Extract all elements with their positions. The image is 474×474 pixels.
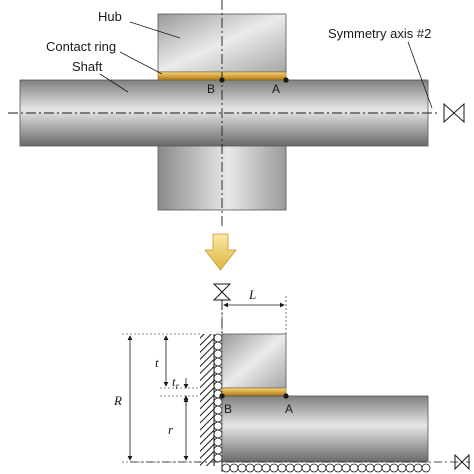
point-a-top-marker bbox=[283, 77, 289, 83]
point-b-top-marker bbox=[219, 77, 225, 83]
shaft-label: Shaft bbox=[72, 59, 103, 74]
down-arrow-icon bbox=[204, 233, 237, 271]
point-a-bottom-marker bbox=[283, 393, 289, 399]
contact-ring-section bbox=[221, 387, 287, 397]
dimension-t: t bbox=[155, 355, 159, 370]
contact-ring-leader bbox=[119, 51, 163, 75]
dimension-r: r bbox=[168, 422, 174, 437]
symmetry-bowtie-icon-bottom bbox=[212, 283, 232, 301]
point-b-bottom: B bbox=[224, 402, 232, 416]
shaft-leader bbox=[99, 73, 129, 93]
dimension-tr-main: t bbox=[172, 374, 176, 389]
symmetry-bowtie-icon-bottom-right bbox=[454, 453, 470, 471]
dimension-tr-sub: r bbox=[176, 381, 180, 391]
symmetry-bowtie-icon bbox=[443, 102, 465, 124]
fixed-support-hatch-icon bbox=[200, 334, 214, 466]
dimension-R: R bbox=[113, 393, 122, 408]
hub-label: Hub bbox=[98, 9, 122, 24]
contact-ring-label: Contact ring bbox=[46, 39, 116, 54]
bottom-figure: B A L R t tr r bbox=[113, 283, 470, 474]
point-a-bottom: A bbox=[285, 402, 293, 416]
dimension-tr: tr bbox=[172, 374, 180, 391]
point-a-top: A bbox=[272, 82, 280, 96]
roller-support-bottom-row bbox=[221, 463, 431, 473]
point-b-bottom-marker bbox=[219, 393, 225, 399]
hub-leader bbox=[129, 21, 181, 39]
symmetry-axis-leader bbox=[407, 41, 433, 109]
hub-section bbox=[221, 333, 287, 389]
dimension-l: L bbox=[248, 287, 256, 302]
symmetry-axis-label: Symmetry axis #2 bbox=[328, 26, 431, 41]
shaft-section bbox=[221, 395, 429, 463]
top-figure: B A Hub Contact ring Shaft Symmetry axis… bbox=[8, 0, 465, 228]
point-b-top: B bbox=[207, 82, 215, 96]
